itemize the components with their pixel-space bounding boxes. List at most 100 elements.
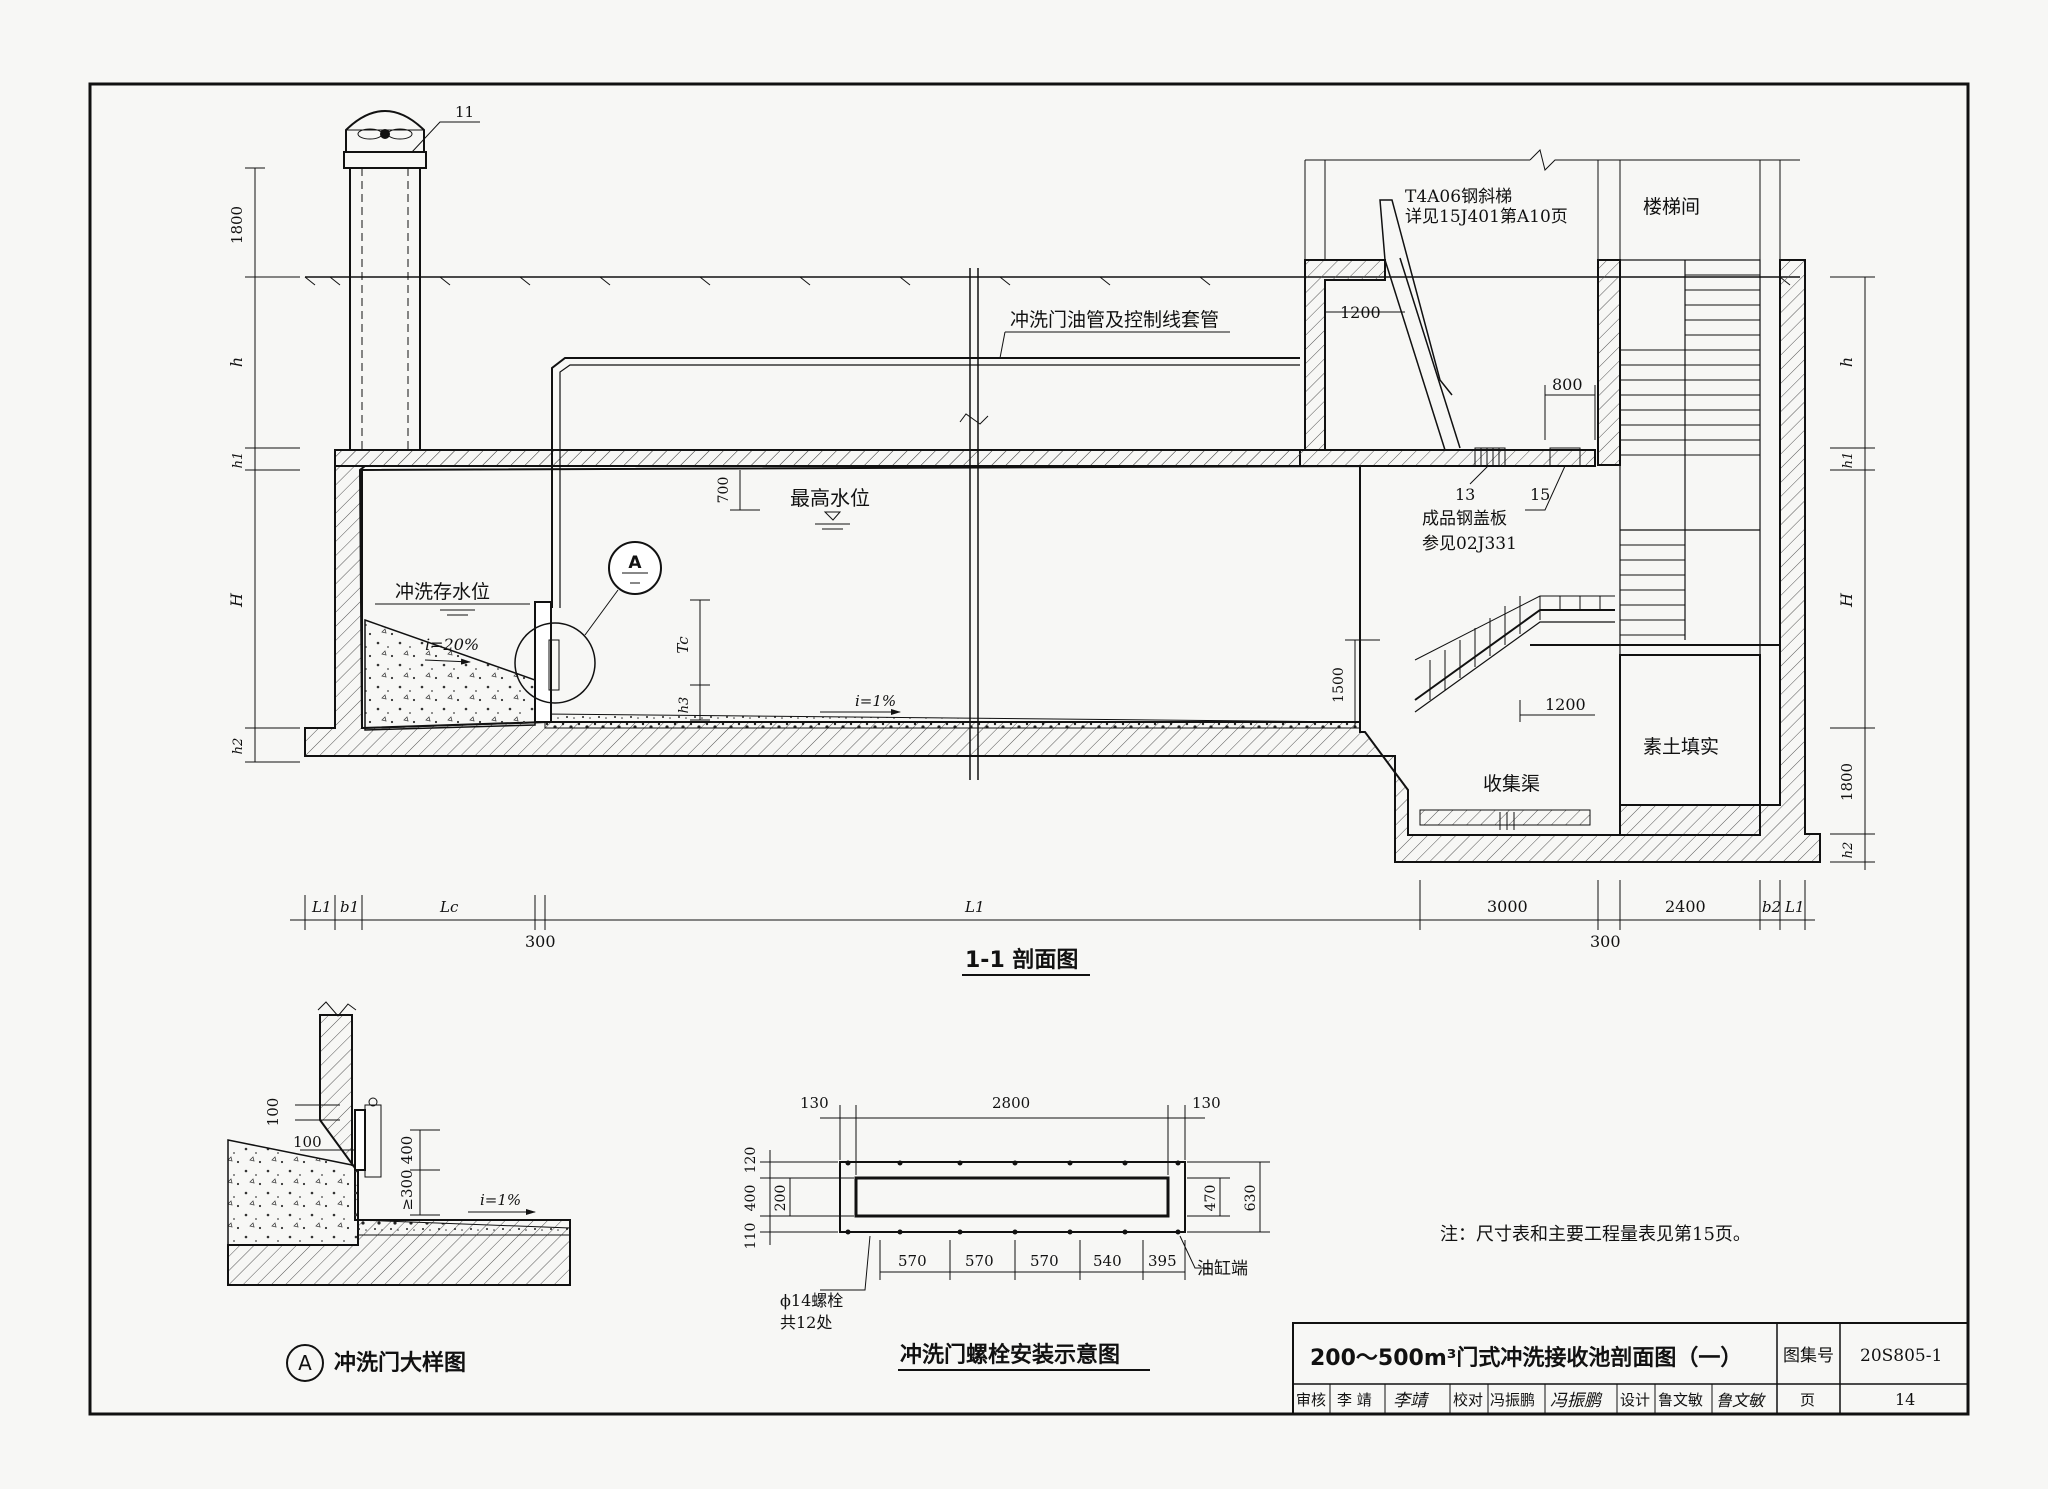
dim-L1-a: L1 — [311, 898, 332, 916]
dim-L1-main: L1 — [964, 898, 985, 916]
bolt-space-4: 540 — [1093, 1252, 1122, 1270]
detail-a-title: 冲洗门大样图 — [334, 1350, 466, 1376]
callout-15: 15 — [1530, 485, 1550, 504]
bolt-dim-120: 120 — [743, 1147, 759, 1174]
backfill-box — [1619, 654, 1761, 836]
designer-name: 鲁文敏 — [1658, 1391, 1703, 1409]
page-label: 页 — [1800, 1391, 1815, 1409]
channel-label: 收集渠 — [1483, 773, 1540, 795]
bolt-dim-130-r: 130 — [1192, 1094, 1221, 1112]
bolt-dim-400: 400 — [743, 1185, 759, 1212]
checker-signature: 冯振鹏 — [1550, 1391, 1603, 1411]
main-section: 11 — [227, 103, 1875, 976]
dim-1800-top: 1800 — [228, 206, 246, 244]
dim-1500: 1500 — [1331, 667, 1347, 703]
bolt-dots — [845, 1160, 1181, 1235]
steel-ladder — [1379, 199, 1461, 451]
dim-h1-left: h1 — [231, 452, 246, 469]
bolt-dim-630: 630 — [1243, 1185, 1259, 1212]
callout-11: 11 — [455, 103, 474, 121]
note-text: 注：尺寸表和主要工程量表见第15页。 — [1440, 1224, 1751, 1245]
stairwell-label: 楼梯间 — [1643, 196, 1700, 218]
flush-gate — [534, 601, 552, 723]
sheet-border — [88, 82, 1970, 1416]
atlas-label: 图集号 — [1783, 1346, 1834, 1366]
stair-ref-line2: 详见15J401第A10页 — [1405, 207, 1568, 227]
bolt-dim-470: 470 — [1203, 1185, 1219, 1212]
vent-shaft — [349, 167, 421, 451]
detail-a-title-marker: A — [298, 1351, 312, 1375]
designer-signature: 鲁文敏 — [1716, 1391, 1766, 1410]
review-label: 审核 — [1296, 1391, 1326, 1409]
dim-H-right: H — [1837, 592, 1856, 608]
dim-1200-top: 1200 — [1340, 303, 1381, 322]
dim-L1-b: L1 — [1784, 898, 1805, 916]
page-number: 14 — [1895, 1390, 1915, 1409]
title-block: 200～500m³门式冲洗接收池剖面图（一） 图集号 20S805-1 审核 李… — [1292, 1322, 1969, 1415]
dim-h1-right: h1 — [1841, 452, 1856, 469]
bolt-space-1: 570 — [898, 1252, 927, 1270]
bolt-dim-2800: 2800 — [992, 1094, 1030, 1112]
title-block-title: 200～500m³门式冲洗接收池剖面图（一） — [1310, 1345, 1742, 1371]
flush-water-label: 冲洗存水位 — [395, 581, 490, 603]
checker-name: 冯振鹏 — [1490, 1391, 1535, 1409]
detail-dim-100-v: 100 — [264, 1098, 282, 1127]
bolt-space-5: 395 — [1148, 1252, 1177, 1270]
dim-1800-right: 1800 — [1838, 763, 1856, 801]
sloped-fill — [364, 618, 536, 731]
bolt-diagram-title: 冲洗门螺栓安装示意图 — [900, 1342, 1120, 1368]
detail-a-marker: A — [628, 553, 642, 573]
cover-line2: 参见02J331 — [1422, 534, 1517, 554]
dim-1200-mid: 1200 — [1545, 695, 1586, 714]
backfill-label: 素土填实 — [1643, 736, 1719, 758]
reviewer-signature: 李靖 — [1393, 1391, 1430, 1411]
dim-b2: b2 — [1762, 898, 1781, 916]
dim-2400: 2400 — [1665, 897, 1706, 916]
dim-3000: 3000 — [1487, 897, 1528, 916]
dim-h2-right: h2 — [1841, 842, 1856, 859]
dim-h2-left: h2 — [231, 738, 246, 755]
oil-pipe — [551, 357, 1300, 608]
slope-20-label: i=20% — [425, 635, 479, 654]
bolt-frame — [839, 1161, 1186, 1233]
dim-300-b: 300 — [1590, 932, 1621, 951]
bolt-diagram: 130 2800 130 120 400 110 200 470 630 570… — [743, 1094, 1270, 1371]
detail-dim-400: 400 — [398, 1136, 416, 1165]
dim-h3: h3 — [677, 697, 692, 714]
dim-b1: b1 — [340, 898, 359, 916]
stair-treads — [1620, 274, 1760, 636]
detail-a-circle — [514, 622, 596, 704]
bolt-dim-130-l: 130 — [800, 1094, 829, 1112]
bolt-space-2: 570 — [965, 1252, 994, 1270]
check-label: 校对 — [1453, 1391, 1483, 1409]
bolt-note-1: ϕ14螺栓 — [780, 1291, 843, 1310]
dim-700: 700 — [716, 477, 732, 504]
detail-dim-300: ≥300 — [398, 1169, 416, 1210]
dim-Lc: Lc — [439, 898, 459, 916]
dim-Tc: Tc — [674, 636, 692, 654]
bolt-note-2: 共12处 — [780, 1313, 832, 1332]
reviewer-name: 李 靖 — [1337, 1391, 1372, 1409]
section-title: 1-1 剖面图 — [965, 947, 1078, 973]
dim-H-left: H — [227, 592, 246, 608]
bolt-space-3: 570 — [1030, 1252, 1059, 1270]
dim-300-a: 300 — [525, 932, 556, 951]
dim-800: 800 — [1552, 375, 1583, 394]
detail-slope: i=1% — [480, 1191, 521, 1209]
oil-pipe-label: 冲洗门油管及控制线套管 — [1010, 309, 1219, 331]
detail-gate — [354, 1109, 366, 1171]
atlas-number: 20S805-1 — [1860, 1346, 1942, 1366]
cover-line1: 成品钢盖板 — [1422, 509, 1507, 529]
dim-h-right: h — [1837, 357, 1856, 367]
detail-a: 100 100 400 ≥300 i=1% A 冲洗门大样图 — [227, 1001, 571, 1382]
dim-h-left: h — [227, 357, 246, 367]
cylinder-end-label: 油缸端 — [1197, 1258, 1248, 1279]
detail-dim-100-h: 100 — [293, 1133, 322, 1151]
slope-1-label: i=1% — [855, 692, 896, 710]
design-label: 设计 — [1620, 1391, 1650, 1409]
bolt-dim-200: 200 — [773, 1185, 789, 1212]
vent-cap-icon — [345, 110, 425, 153]
stair-ref-line1: T4A06钢斜梯 — [1405, 187, 1512, 207]
callout-13: 13 — [1455, 485, 1475, 504]
